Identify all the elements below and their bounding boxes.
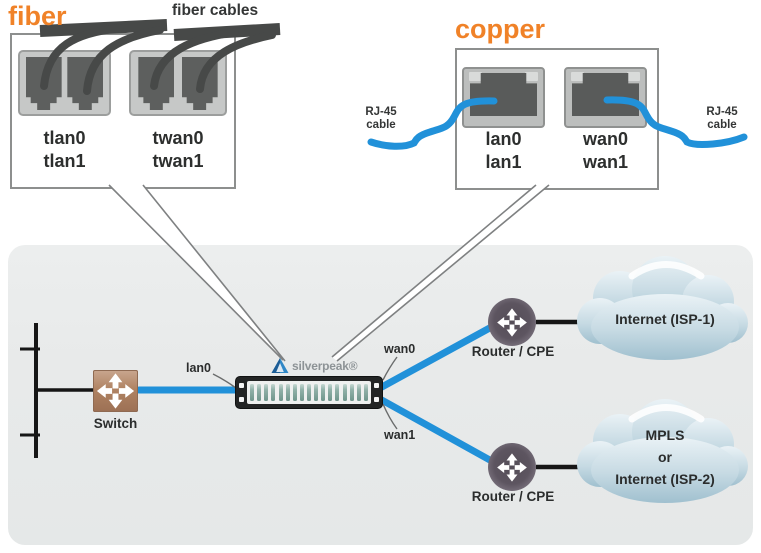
label-pointers bbox=[212, 356, 398, 430]
cloud-internet-isp1 bbox=[577, 256, 748, 360]
vent-bar bbox=[250, 384, 255, 401]
mpls-text: MPLS bbox=[645, 427, 685, 443]
twan0-label: twan0 bbox=[152, 128, 204, 148]
vent-bar bbox=[257, 384, 262, 401]
tlan-port-caption: tlan0 tlan1 bbox=[18, 127, 111, 173]
router-cpe-bottom-label: Router / CPE bbox=[471, 489, 555, 504]
silverpeak-brand-text: silverpeak® bbox=[292, 359, 358, 373]
blue-cables bbox=[135, 320, 501, 468]
wan1-wire-label: wan1 bbox=[384, 428, 416, 442]
fiber-callout-wedge bbox=[108, 184, 286, 362]
screw-icon bbox=[239, 397, 244, 402]
rj45-jack-icon bbox=[470, 73, 537, 116]
twan1-label: twan1 bbox=[152, 151, 204, 171]
screw-icon bbox=[374, 397, 379, 402]
vent-bar bbox=[349, 384, 354, 401]
router-cpe-top bbox=[488, 298, 536, 346]
screw-icon bbox=[239, 383, 244, 388]
tlan0-label: tlan0 bbox=[43, 128, 86, 148]
rj45-port-lan bbox=[462, 67, 545, 128]
router-cpe-bottom bbox=[488, 443, 536, 491]
lan0-wire-label: lan0 bbox=[186, 361, 212, 375]
vent-bar bbox=[292, 384, 297, 401]
copper-title: copper bbox=[455, 14, 546, 44]
rj45-cables bbox=[367, 96, 748, 150]
screw-icon bbox=[374, 383, 379, 388]
wan1-port-label: wan1 bbox=[582, 152, 629, 172]
wan0-port-label: wan0 bbox=[582, 129, 629, 149]
vent-bar bbox=[321, 384, 326, 401]
vent-bar bbox=[271, 384, 276, 401]
switch-label: Switch bbox=[93, 416, 138, 431]
isp1-text: Internet (ISP-1) bbox=[615, 311, 715, 327]
rj45-jack-icon bbox=[572, 73, 639, 116]
switch-node bbox=[93, 370, 138, 412]
rj45-latch-icon bbox=[525, 72, 538, 81]
vent-bar bbox=[306, 384, 311, 401]
isp2-text: Internet (ISP-2) bbox=[615, 471, 715, 487]
lan-port-caption: lan0 lan1 bbox=[462, 128, 545, 174]
cloud-mpls-isp2 bbox=[577, 399, 748, 503]
lan0-port-label: lan0 bbox=[485, 129, 522, 149]
lan1-port-label: lan1 bbox=[485, 152, 522, 172]
rj45-left-line1: RJ-45 bbox=[365, 106, 397, 118]
network-bus bbox=[20, 323, 95, 458]
rj45-latch-icon bbox=[469, 72, 482, 81]
vent-bar bbox=[335, 384, 340, 401]
or-text: or bbox=[658, 449, 672, 465]
tlan1-label: tlan1 bbox=[43, 151, 86, 171]
four-way-arrows-icon bbox=[497, 452, 527, 482]
four-way-arrows-icon bbox=[497, 307, 527, 337]
rj45-right-line1: RJ-45 bbox=[706, 106, 738, 118]
rj45-cable-label-right: RJ-45 cable bbox=[694, 106, 750, 131]
router-cpe-top-label: Router / CPE bbox=[471, 344, 555, 359]
rj45-cable-label-left: RJ-45 cable bbox=[353, 106, 409, 131]
cloud-isp2-label: MPLS or Internet (ISP-2) bbox=[588, 424, 742, 490]
vent-bar bbox=[285, 384, 290, 401]
vent-bar bbox=[363, 384, 368, 401]
silverpeak-logo-icon bbox=[271, 358, 289, 373]
vent-bar bbox=[342, 384, 347, 401]
rj45-latch-icon bbox=[627, 72, 640, 81]
vent-bar bbox=[356, 384, 361, 401]
rj45-right-line2: cable bbox=[707, 118, 737, 131]
wan-port-caption: wan0 wan1 bbox=[564, 128, 647, 174]
rj45-port-wan bbox=[564, 67, 647, 128]
vent-bar bbox=[278, 384, 283, 401]
cloud-isp1-label: Internet (ISP-1) bbox=[588, 311, 742, 327]
vent-bar bbox=[314, 384, 319, 401]
rj45-left-line2: cable bbox=[366, 118, 396, 131]
copper-callout-wedge bbox=[331, 184, 550, 362]
silverpeak-appliance bbox=[236, 377, 382, 408]
fiber-cables-label: fiber cables bbox=[172, 2, 259, 19]
vent-bar bbox=[264, 384, 269, 401]
wan0-wire-label: wan0 bbox=[384, 342, 416, 356]
vent-bar bbox=[299, 384, 304, 401]
fiber-cables-group bbox=[39, 19, 281, 95]
appliance-vents bbox=[247, 381, 371, 404]
fiber-title: fiber bbox=[8, 1, 67, 31]
twan-port-caption: twan0 twan1 bbox=[129, 127, 227, 173]
four-way-arrows-icon bbox=[96, 373, 135, 409]
rj45-latch-icon bbox=[571, 72, 584, 81]
vent-bar bbox=[328, 384, 333, 401]
